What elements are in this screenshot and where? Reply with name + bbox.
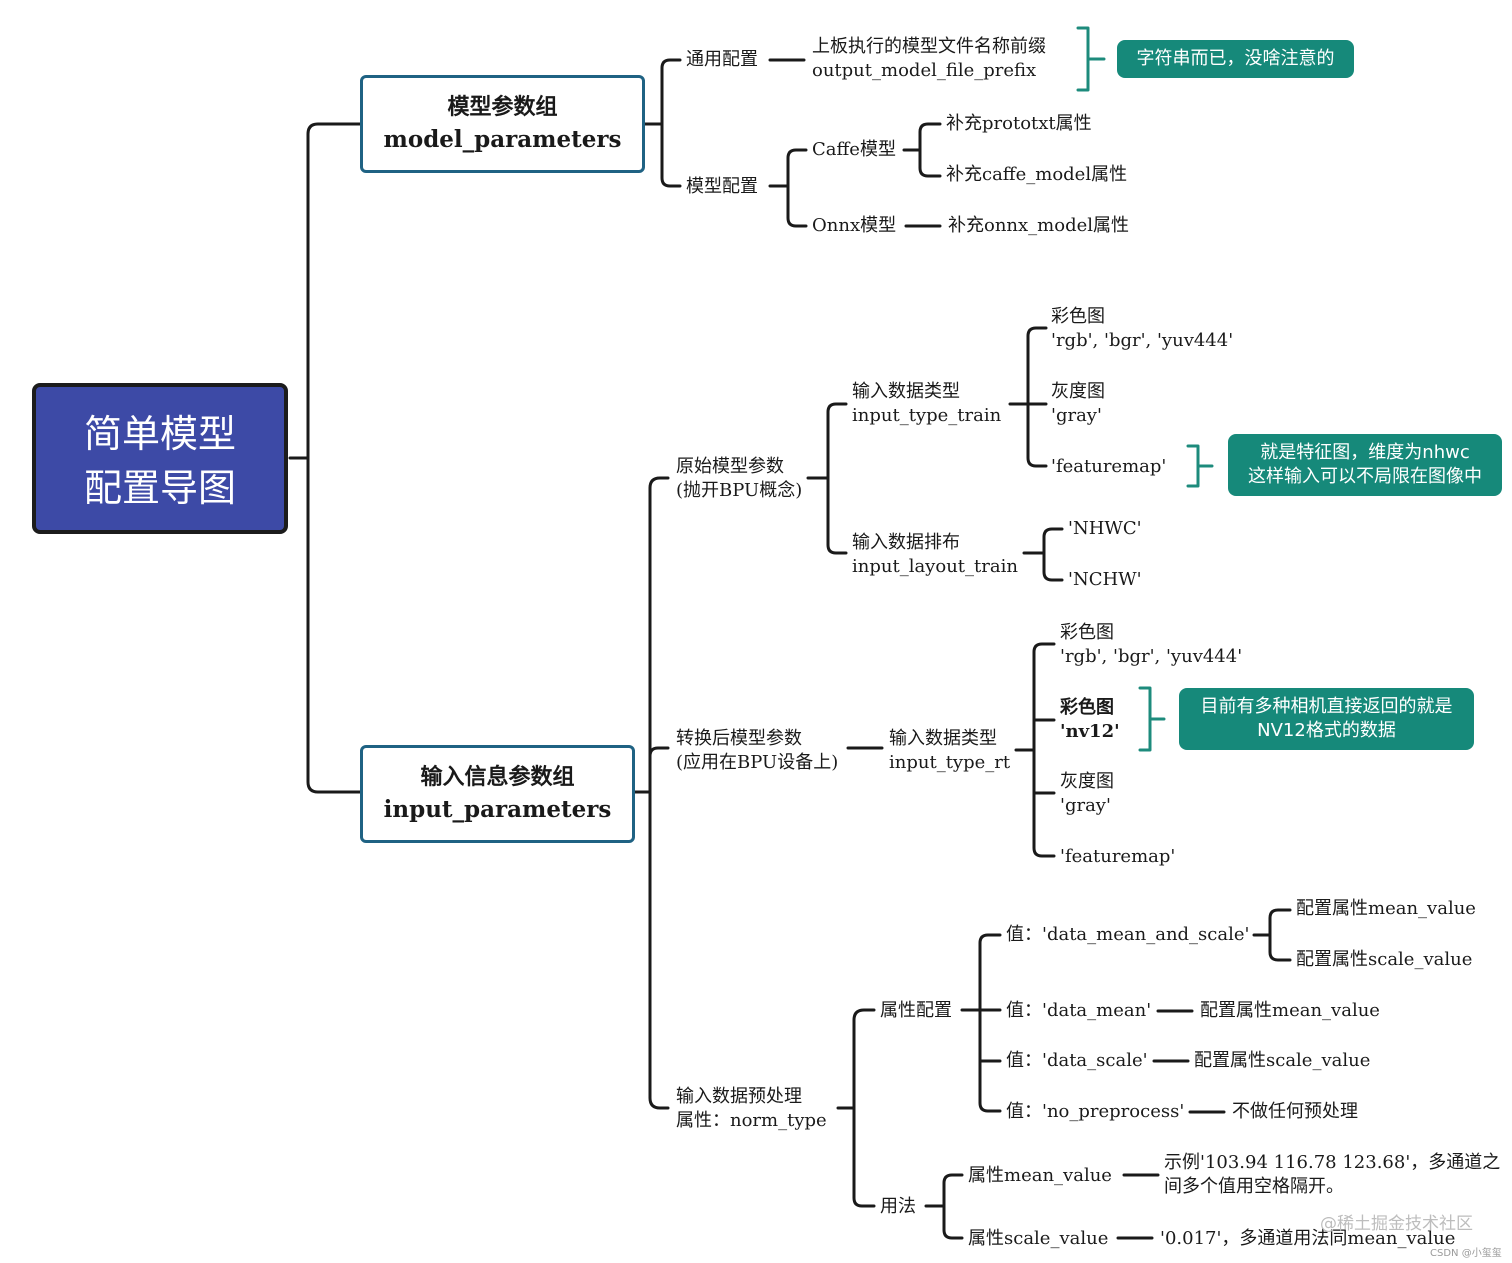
connector-root xyxy=(288,122,362,794)
input-parameters-node: 输入信息参数组 input_parameters xyxy=(360,745,635,843)
layout-train-option-nchw: 'NCHW' xyxy=(1068,569,1142,590)
model-parameters-title-en: model_parameters xyxy=(383,126,622,153)
model-parameters-title-zh: 模型参数组 xyxy=(447,95,558,120)
type-train-option-featuremap: 'featuremap' xyxy=(1051,456,1167,477)
original-params-line2: (抛开BPU概念) xyxy=(676,480,803,501)
watermark-main: @稀土掘金技术社区 xyxy=(1320,1214,1473,1234)
preprocess-line2: 属性：norm_type xyxy=(676,1110,827,1131)
result-no-preprocess: 不做任何预处理 xyxy=(1232,1101,1358,1122)
note-bracket-featuremap xyxy=(1186,444,1214,488)
type-train-option-color-line1: 彩色图 xyxy=(1051,306,1105,327)
result-scale: 配置属性scale_value xyxy=(1194,1050,1371,1071)
onnx-item: 补充onnx_model属性 xyxy=(948,215,1130,236)
value-no-preprocess: 值：'no_preprocess' xyxy=(1006,1101,1185,1122)
model-config-label: 模型配置 xyxy=(686,176,758,197)
note-bracket-nv12 xyxy=(1138,686,1166,752)
general-config-desc-line1: 上板执行的模型文件名称前缀 xyxy=(812,36,1046,57)
type-rt-option-gray-line2: 'gray' xyxy=(1060,795,1111,816)
caffe-item-caffe-model: 补充caffe_model属性 xyxy=(946,164,1128,185)
usage-mean-label: 属性mean_value xyxy=(968,1165,1112,1186)
connector-usage xyxy=(924,1173,964,1240)
root-node: 简单模型 配置导图 xyxy=(32,383,288,534)
input-parameters-title-en: input_parameters xyxy=(383,796,612,823)
value-scale: 值：'data_scale' xyxy=(1006,1050,1148,1071)
caffe-item-prototxt: 补充prototxt属性 xyxy=(946,113,1092,134)
note-featuremap-line2: 这样输入可以不局限在图像中 xyxy=(1248,466,1482,487)
note-general-text: 字符串而已，没啥注意的 xyxy=(1136,48,1335,69)
note-featuremap-line1: 就是特征图，维度为nhwc xyxy=(1260,442,1470,463)
note-featuremap: 就是特征图，维度为nhwc 这样输入可以不局限在图像中 xyxy=(1228,434,1502,496)
type-rt-option-color-line2: 'rgb', 'bgr', 'yuv444' xyxy=(1060,646,1243,667)
layout-train-line2: input_layout_train xyxy=(852,556,1018,577)
connector-model-config xyxy=(768,148,808,228)
note-nv12-line2: NV12格式的数据 xyxy=(1257,720,1396,741)
connector-original xyxy=(806,402,848,555)
usage-mean-desc-line2: 间多个值用空格隔开。 xyxy=(1164,1176,1344,1197)
watermark-small: CSDN @小玺玺 xyxy=(1430,1248,1502,1259)
converted-params-line2: (应用在BPU设备上) xyxy=(676,752,839,773)
note-nv12-line1: 目前有多种相机直接返回的就是 xyxy=(1200,696,1453,717)
type-rt-option-featuremap: 'featuremap' xyxy=(1060,846,1176,867)
type-rt-line2: input_type_rt xyxy=(889,752,1011,773)
input-parameters-title-zh: 输入信息参数组 xyxy=(420,765,575,790)
usage-label: 用法 xyxy=(880,1196,916,1217)
type-train-option-gray-line1: 灰度图 xyxy=(1051,381,1105,402)
converted-params-line1: 转换后模型参数 xyxy=(676,728,802,749)
attr-config-label: 属性配置 xyxy=(880,1000,952,1021)
type-rt-option-nv12-line2: 'nv12' xyxy=(1060,721,1120,742)
connector-mean-and-scale xyxy=(1252,908,1292,962)
result-mean-and-scale-mean: 配置属性mean_value xyxy=(1296,898,1476,919)
result-mean: 配置属性mean_value xyxy=(1200,1000,1380,1021)
type-rt-option-nv12-line1: 彩色图 xyxy=(1060,697,1114,718)
usage-scale-label: 属性scale_value xyxy=(968,1228,1109,1249)
value-mean-and-scale: 值：'data_mean_and_scale' xyxy=(1006,924,1250,945)
type-train-line1: 输入数据类型 xyxy=(852,381,960,402)
model-parameters-node: 模型参数组 model_parameters xyxy=(360,75,645,173)
usage-scale-desc: '0.017'，多通道用法同mean_value xyxy=(1160,1228,1456,1249)
onnx-model-label: Onnx模型 xyxy=(812,215,897,236)
type-train-option-color-line2: 'rgb', 'bgr', 'yuv444' xyxy=(1051,330,1234,351)
connector-type-rt xyxy=(1014,642,1056,858)
connector-layout-train xyxy=(1022,527,1064,582)
type-train-line2: input_type_train xyxy=(852,405,1002,426)
layout-train-option-nhwc: 'NHWC' xyxy=(1068,518,1142,539)
type-rt-option-gray-line1: 灰度图 xyxy=(1060,771,1114,792)
root-title-line2: 配置导图 xyxy=(83,466,236,510)
type-train-option-gray-line2: 'gray' xyxy=(1051,405,1102,426)
caffe-model-label: Caffe模型 xyxy=(812,139,896,160)
connector-preprocess xyxy=(836,1008,876,1208)
connector-caffe xyxy=(902,122,942,178)
general-config-desc-line2: output_model_file_prefix xyxy=(812,60,1037,81)
value-mean: 值：'data_mean' xyxy=(1006,1000,1152,1021)
connector-type-train xyxy=(1008,326,1048,468)
connector-input-params xyxy=(633,476,670,1110)
note-bracket-general xyxy=(1076,26,1106,92)
note-general: 字符串而已，没啥注意的 xyxy=(1117,40,1354,78)
usage-mean-desc-line1: 示例'103.94 116.78 123.68'，多通道之 xyxy=(1164,1152,1501,1173)
general-config-label: 通用配置 xyxy=(686,49,758,70)
connector-attr-config xyxy=(960,933,1002,1113)
type-rt-option-color-line1: 彩色图 xyxy=(1060,622,1114,643)
original-params-line1: 原始模型参数 xyxy=(676,456,784,477)
preprocess-line1: 输入数据预处理 xyxy=(676,1086,802,1107)
type-rt-line1: 输入数据类型 xyxy=(889,728,997,749)
note-nv12: 目前有多种相机直接返回的就是 NV12格式的数据 xyxy=(1179,688,1474,750)
layout-train-line1: 输入数据排布 xyxy=(852,532,960,553)
connector-model-params xyxy=(643,58,682,188)
root-title-line1: 简单模型 xyxy=(83,412,236,456)
result-mean-and-scale-scale: 配置属性scale_value xyxy=(1296,949,1473,970)
